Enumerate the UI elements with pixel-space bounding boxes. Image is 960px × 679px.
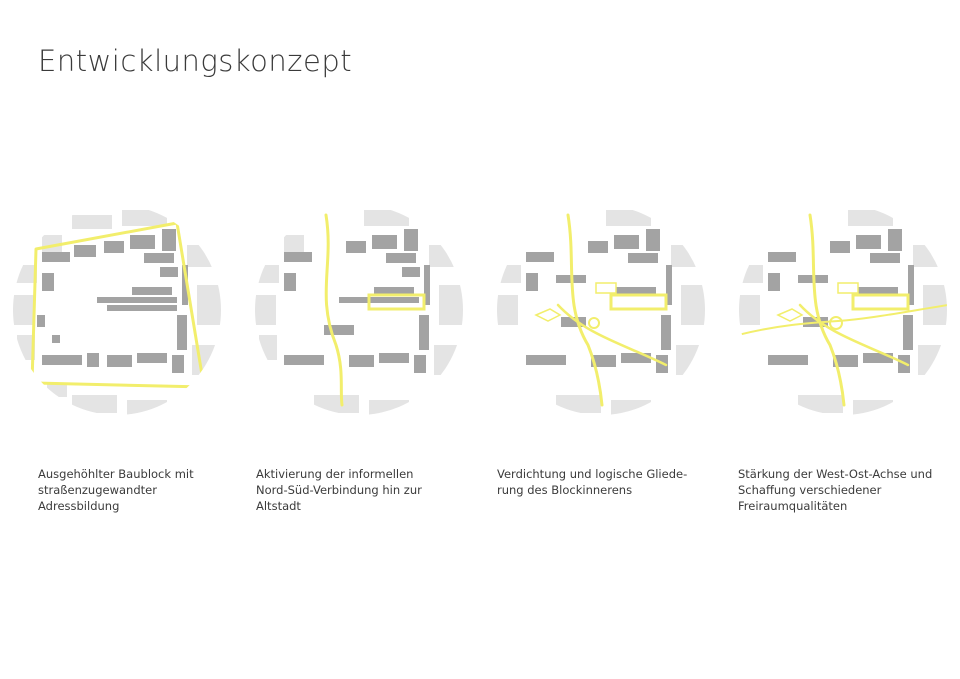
diagram-panel-2 (254, 205, 464, 425)
caption-3: Verdichtung und logische Gliede- rung de… (497, 466, 719, 498)
caption-1-line-1: Ausgehöhlter Baublock mit (38, 467, 194, 481)
axis-highlight (739, 213, 947, 407)
context-buildings (739, 210, 947, 415)
caption-1-line-2: straßenzugewandter (38, 483, 157, 497)
caption-4-line-3: Freiraumqualitäten (738, 499, 848, 513)
block-buildings (526, 229, 672, 373)
caption-2: Aktivierung der informellen Nord-Süd-Ver… (256, 466, 478, 514)
caption-1: Ausgehöhlter Baublock mit straßenzugewan… (38, 466, 260, 514)
site-plan-2 (255, 210, 463, 415)
block-buildings (37, 229, 188, 373)
block-buildings (768, 229, 914, 373)
caption-3-line-1: Verdichtung und logische Gliede- (497, 467, 688, 481)
densification-highlight (534, 213, 668, 407)
caption-4-line-1: Stärkung der West-Ost-Achse und (738, 467, 933, 481)
context-buildings (255, 210, 463, 415)
site-plan-4 (739, 210, 947, 415)
caption-2-line-3: Altstadt (256, 499, 301, 513)
page-title: Entwicklungskonzept (38, 44, 353, 78)
diagram-panel-4 (738, 205, 948, 425)
context-buildings (13, 210, 221, 415)
caption-4-line-2: Schaffung verschiedener (738, 483, 882, 497)
context-buildings (497, 210, 705, 415)
connection-highlight (324, 213, 426, 407)
caption-4: Stärkung der West-Ost-Achse und Schaffun… (738, 466, 960, 514)
caption-1-line-3: Adressbildung (38, 499, 120, 513)
diagram-panel-3 (496, 205, 706, 425)
site-plan-1 (13, 210, 221, 415)
caption-3-line-2: rung des Blockinnerens (497, 483, 633, 497)
diagram-panel-1 (12, 205, 222, 425)
caption-2-line-2: Nord-Süd-Verbindung hin zur (256, 483, 422, 497)
caption-2-line-1: Aktivierung der informellen (256, 467, 414, 481)
site-plan-3 (497, 210, 705, 415)
block-buildings (284, 229, 430, 373)
